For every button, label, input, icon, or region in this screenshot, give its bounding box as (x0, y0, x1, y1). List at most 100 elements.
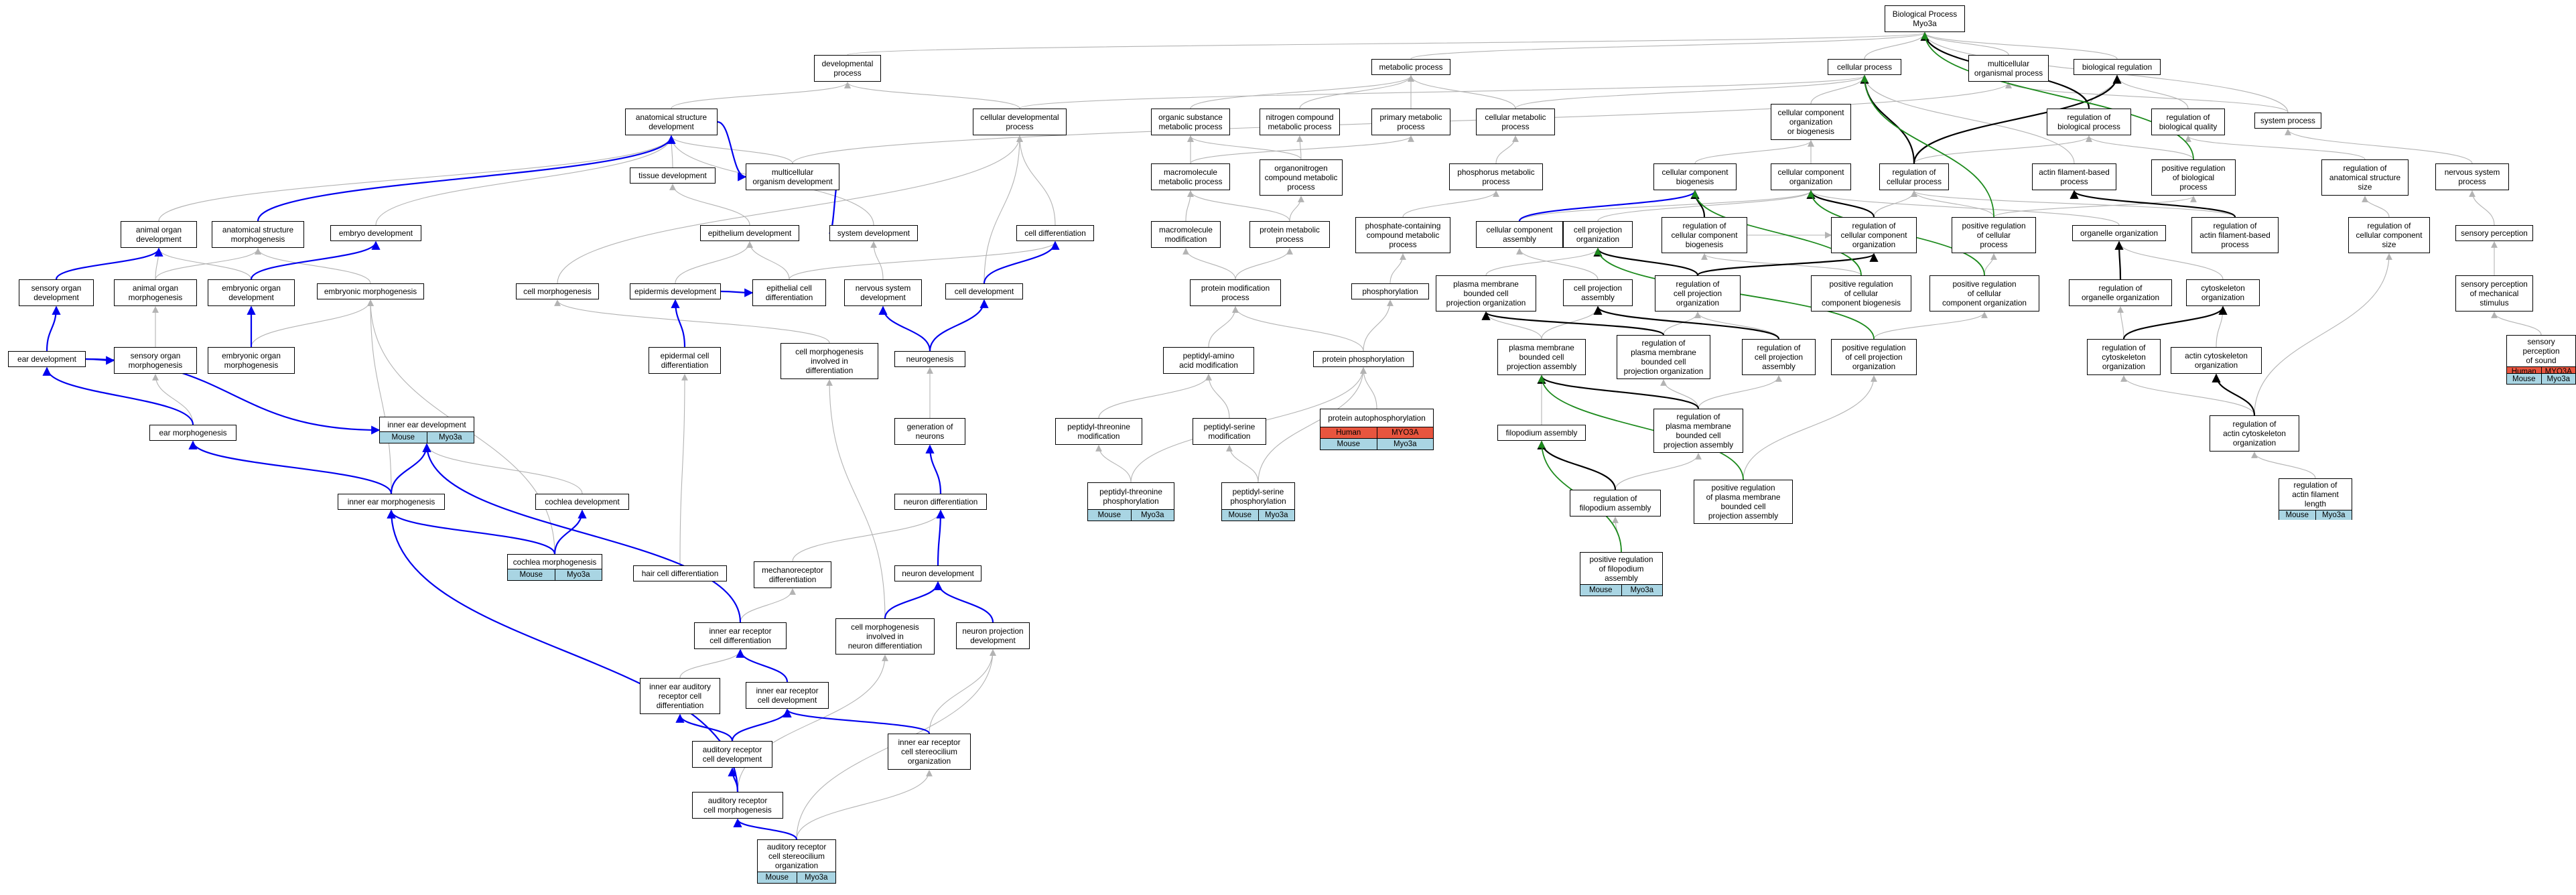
go-term-multidev[interactable]: multicellular organism development (746, 163, 839, 190)
go-term-metab[interactable]: metabolic process (1371, 59, 1450, 75)
go-term-audDev[interactable]: auditory receptor cell development (692, 741, 772, 768)
go-term-ccorg[interactable]: cellular component organization (1771, 163, 1851, 190)
go-term-pmbcpa[interactable]: plasma membrane bounded cell projection … (1497, 339, 1586, 375)
go-term-regfilo[interactable]: regulation of filopodium assembly (1570, 490, 1661, 517)
go-term-audStereo[interactable]: auditory receptor cell stereocilium orga… (757, 839, 836, 884)
go-term-cmdiff[interactable]: cell morphogenesis involved in different… (781, 343, 878, 379)
go-term-anatdev[interactable]: anatomical structure development (625, 109, 718, 135)
go-term-orgsub[interactable]: organic substance metabolic process (1151, 109, 1230, 135)
go-term-ccob[interactable]: cellular component organization or bioge… (1771, 104, 1851, 140)
go-term-posregccorg[interactable]: positive regulation of cellular componen… (1929, 275, 2039, 312)
go-term-cpassembly[interactable]: cell projection assembly (1563, 279, 1633, 306)
go-term-cochleaDev[interactable]: cochlea development (535, 494, 629, 510)
go-term-embdev[interactable]: embryo development (330, 225, 421, 241)
go-term-posregccbiogen[interactable]: positive regulation of cellular componen… (1811, 275, 1911, 312)
go-term-cmneur[interactable]: cell morphogenesis involved in neuron di… (835, 618, 935, 655)
go-term-regpmbcpo[interactable]: regulation of plasma membrane bounded ce… (1617, 335, 1710, 379)
go-term-celldiff[interactable]: cell differentiation (1016, 225, 1094, 241)
go-term-devproc[interactable]: developmental process (814, 55, 881, 82)
go-term-protphos[interactable]: protein phosphorylation (1313, 351, 1414, 367)
go-term-actincytoorg[interactable]: actin cytoskeleton organization (2171, 347, 2262, 374)
go-term-posregfilo[interactable]: positive regulation of filopodium assemb… (1580, 552, 1663, 596)
go-term-sensorgmorph[interactable]: sensory organ morphogenesis (114, 347, 197, 374)
go-term-emborgmorph[interactable]: embryonic organ morphogenesis (208, 347, 295, 374)
go-term-phosphorylation[interactable]: phosphorylation (1351, 283, 1429, 299)
go-term-regactinproc[interactable]: regulation of actin filament-based proce… (2191, 217, 2279, 253)
go-term-regcporg[interactable]: regulation of cell projection organizati… (1655, 275, 1741, 312)
go-term-ccassembly[interactable]: cellular component assembly (1476, 221, 1563, 248)
go-term-sensperc[interactable]: sensory perception (2455, 225, 2533, 241)
go-term-organelleorg[interactable]: organelle organization (2072, 225, 2166, 241)
go-term-emborgdev[interactable]: embryonic organ development (208, 279, 295, 306)
go-term-bioreg[interactable]: biological regulation (2074, 59, 2161, 75)
go-term-ccbiogen[interactable]: cellular component biogenesis (1653, 163, 1737, 190)
go-term-sensmech[interactable]: sensory perception of mechanical stimulu… (2455, 275, 2533, 312)
go-term-mechrecdiff[interactable]: mechanoreceptor differentiation (754, 561, 831, 588)
go-term-regccsize[interactable]: regulation of cellular component size (2348, 217, 2430, 253)
go-term-epidev[interactable]: epithelium development (700, 225, 799, 241)
go-term-phosmet[interactable]: phosphorus metabolic process (1449, 163, 1543, 190)
go-term-neurDiff[interactable]: neuron differentiation (894, 494, 987, 510)
go-term-protmod[interactable]: protein modification process (1190, 279, 1281, 306)
go-term-ierDev[interactable]: inner ear receptor cell development (746, 682, 829, 709)
go-term-posregcp[interactable]: positive regulation of cellular process (1952, 217, 2036, 253)
go-term-cporg[interactable]: cell projection organization (1563, 221, 1633, 248)
go-term-neurProjDev[interactable]: neuron projection development (956, 622, 1030, 649)
go-term-ierStereo[interactable]: inner ear receptor cell stereocilium org… (888, 734, 971, 770)
go-term-organonit[interactable]: organonitrogen compound metabolic proces… (1260, 159, 1343, 196)
go-term-sysdev[interactable]: system development (829, 225, 918, 241)
go-term-actinproc[interactable]: actin filament-based process (2032, 163, 2116, 190)
go-term-bp[interactable]: Biological Process Myo3a (1885, 5, 1965, 32)
go-term-psmod[interactable]: peptidyl-serine modification (1193, 418, 1266, 445)
go-term-cellproc[interactable]: cellular process (1828, 59, 1901, 75)
go-term-filoassembly[interactable]: filopodium assembly (1497, 425, 1586, 441)
go-term-regcpassembly[interactable]: regulation of cell projection assembly (1742, 339, 1816, 375)
go-term-earDev[interactable]: ear development (8, 351, 86, 367)
go-term-sensorgdev[interactable]: sensory organ development (19, 279, 94, 306)
go-term-animorgdev[interactable]: animal organ development (121, 221, 197, 248)
go-term-neurogen[interactable]: neurogenesis (894, 351, 965, 367)
go-term-regccorg[interactable]: regulation of cellular component organiz… (1831, 217, 1917, 253)
go-term-epidermdev[interactable]: epidermis development (630, 283, 721, 299)
go-term-regbq[interactable]: regulation of biological quality (2151, 109, 2225, 135)
go-term-regpmbcpa[interactable]: regulation of plasma membrane bounded ce… (1653, 409, 1743, 453)
go-term-innerEarMorph[interactable]: inner ear morphogenesis (338, 494, 445, 510)
go-term-haircelldiff[interactable]: hair cell differentiation (633, 565, 727, 581)
go-term-anatmorph[interactable]: anatomical structure morphogenesis (212, 221, 304, 248)
go-term-reganat[interactable]: regulation of anatomical structure size (2321, 159, 2409, 196)
go-term-pmbcpo[interactable]: plasma membrane bounded cell projection … (1436, 275, 1536, 312)
go-term-celldev[interactable]: cell development (945, 283, 1023, 299)
go-term-nitro[interactable]: nitrogen compound metabolic process (1260, 109, 1340, 135)
go-term-posregcporg[interactable]: positive regulation of cell projection o… (1831, 339, 1917, 375)
go-term-epicelldiff[interactable]: epithelial cell differentiation (752, 279, 826, 306)
go-term-phoscomp[interactable]: phosphate-containing compound metabolic … (1355, 217, 1450, 253)
go-term-epicelldiff2[interactable]: epidermal cell differentiation (649, 347, 721, 374)
go-term-protmet[interactable]: protein metabolic process (1249, 221, 1330, 248)
go-term-macromod[interactable]: macromolecule modification (1151, 221, 1221, 248)
go-term-regcytoorg[interactable]: regulation of cytoskeleton organization (2087, 339, 2161, 375)
go-term-posregpmbcpa[interactable]: positive regulation of plasma membrane b… (1694, 480, 1793, 524)
go-term-regcp[interactable]: regulation of cellular process (1879, 163, 1949, 190)
go-term-cellmet[interactable]: cellular metabolic process (1476, 109, 1555, 135)
go-term-neurDev[interactable]: neuron development (894, 565, 981, 581)
go-term-ieaudDiff[interactable]: inner ear auditory receptor cell differe… (640, 678, 720, 714)
go-term-macromet[interactable]: macromolecule metabolic process (1151, 163, 1230, 190)
go-term-animorgmorph[interactable]: animal organ morphogenesis (114, 279, 197, 306)
go-term-posregbp[interactable]: positive regulation of biological proces… (2151, 159, 2236, 196)
go-term-sysproc[interactable]: system process (2254, 113, 2321, 129)
go-term-genNeur[interactable]: generation of neurons (894, 418, 965, 445)
go-term-regorgorg[interactable]: regulation of organelle organization (2069, 279, 2172, 306)
go-term-earMorph[interactable]: ear morphogenesis (149, 425, 236, 441)
go-term-ierDiff[interactable]: inner ear receptor cell differentiation (694, 622, 787, 649)
go-term-cellmorph[interactable]: cell morphogenesis (516, 283, 599, 299)
go-term-primet[interactable]: primary metabolic process (1371, 109, 1450, 135)
go-term-cytoorg[interactable]: cytoskeleton organization (2186, 279, 2260, 306)
go-term-nsdev[interactable]: nervous system development (844, 279, 922, 306)
